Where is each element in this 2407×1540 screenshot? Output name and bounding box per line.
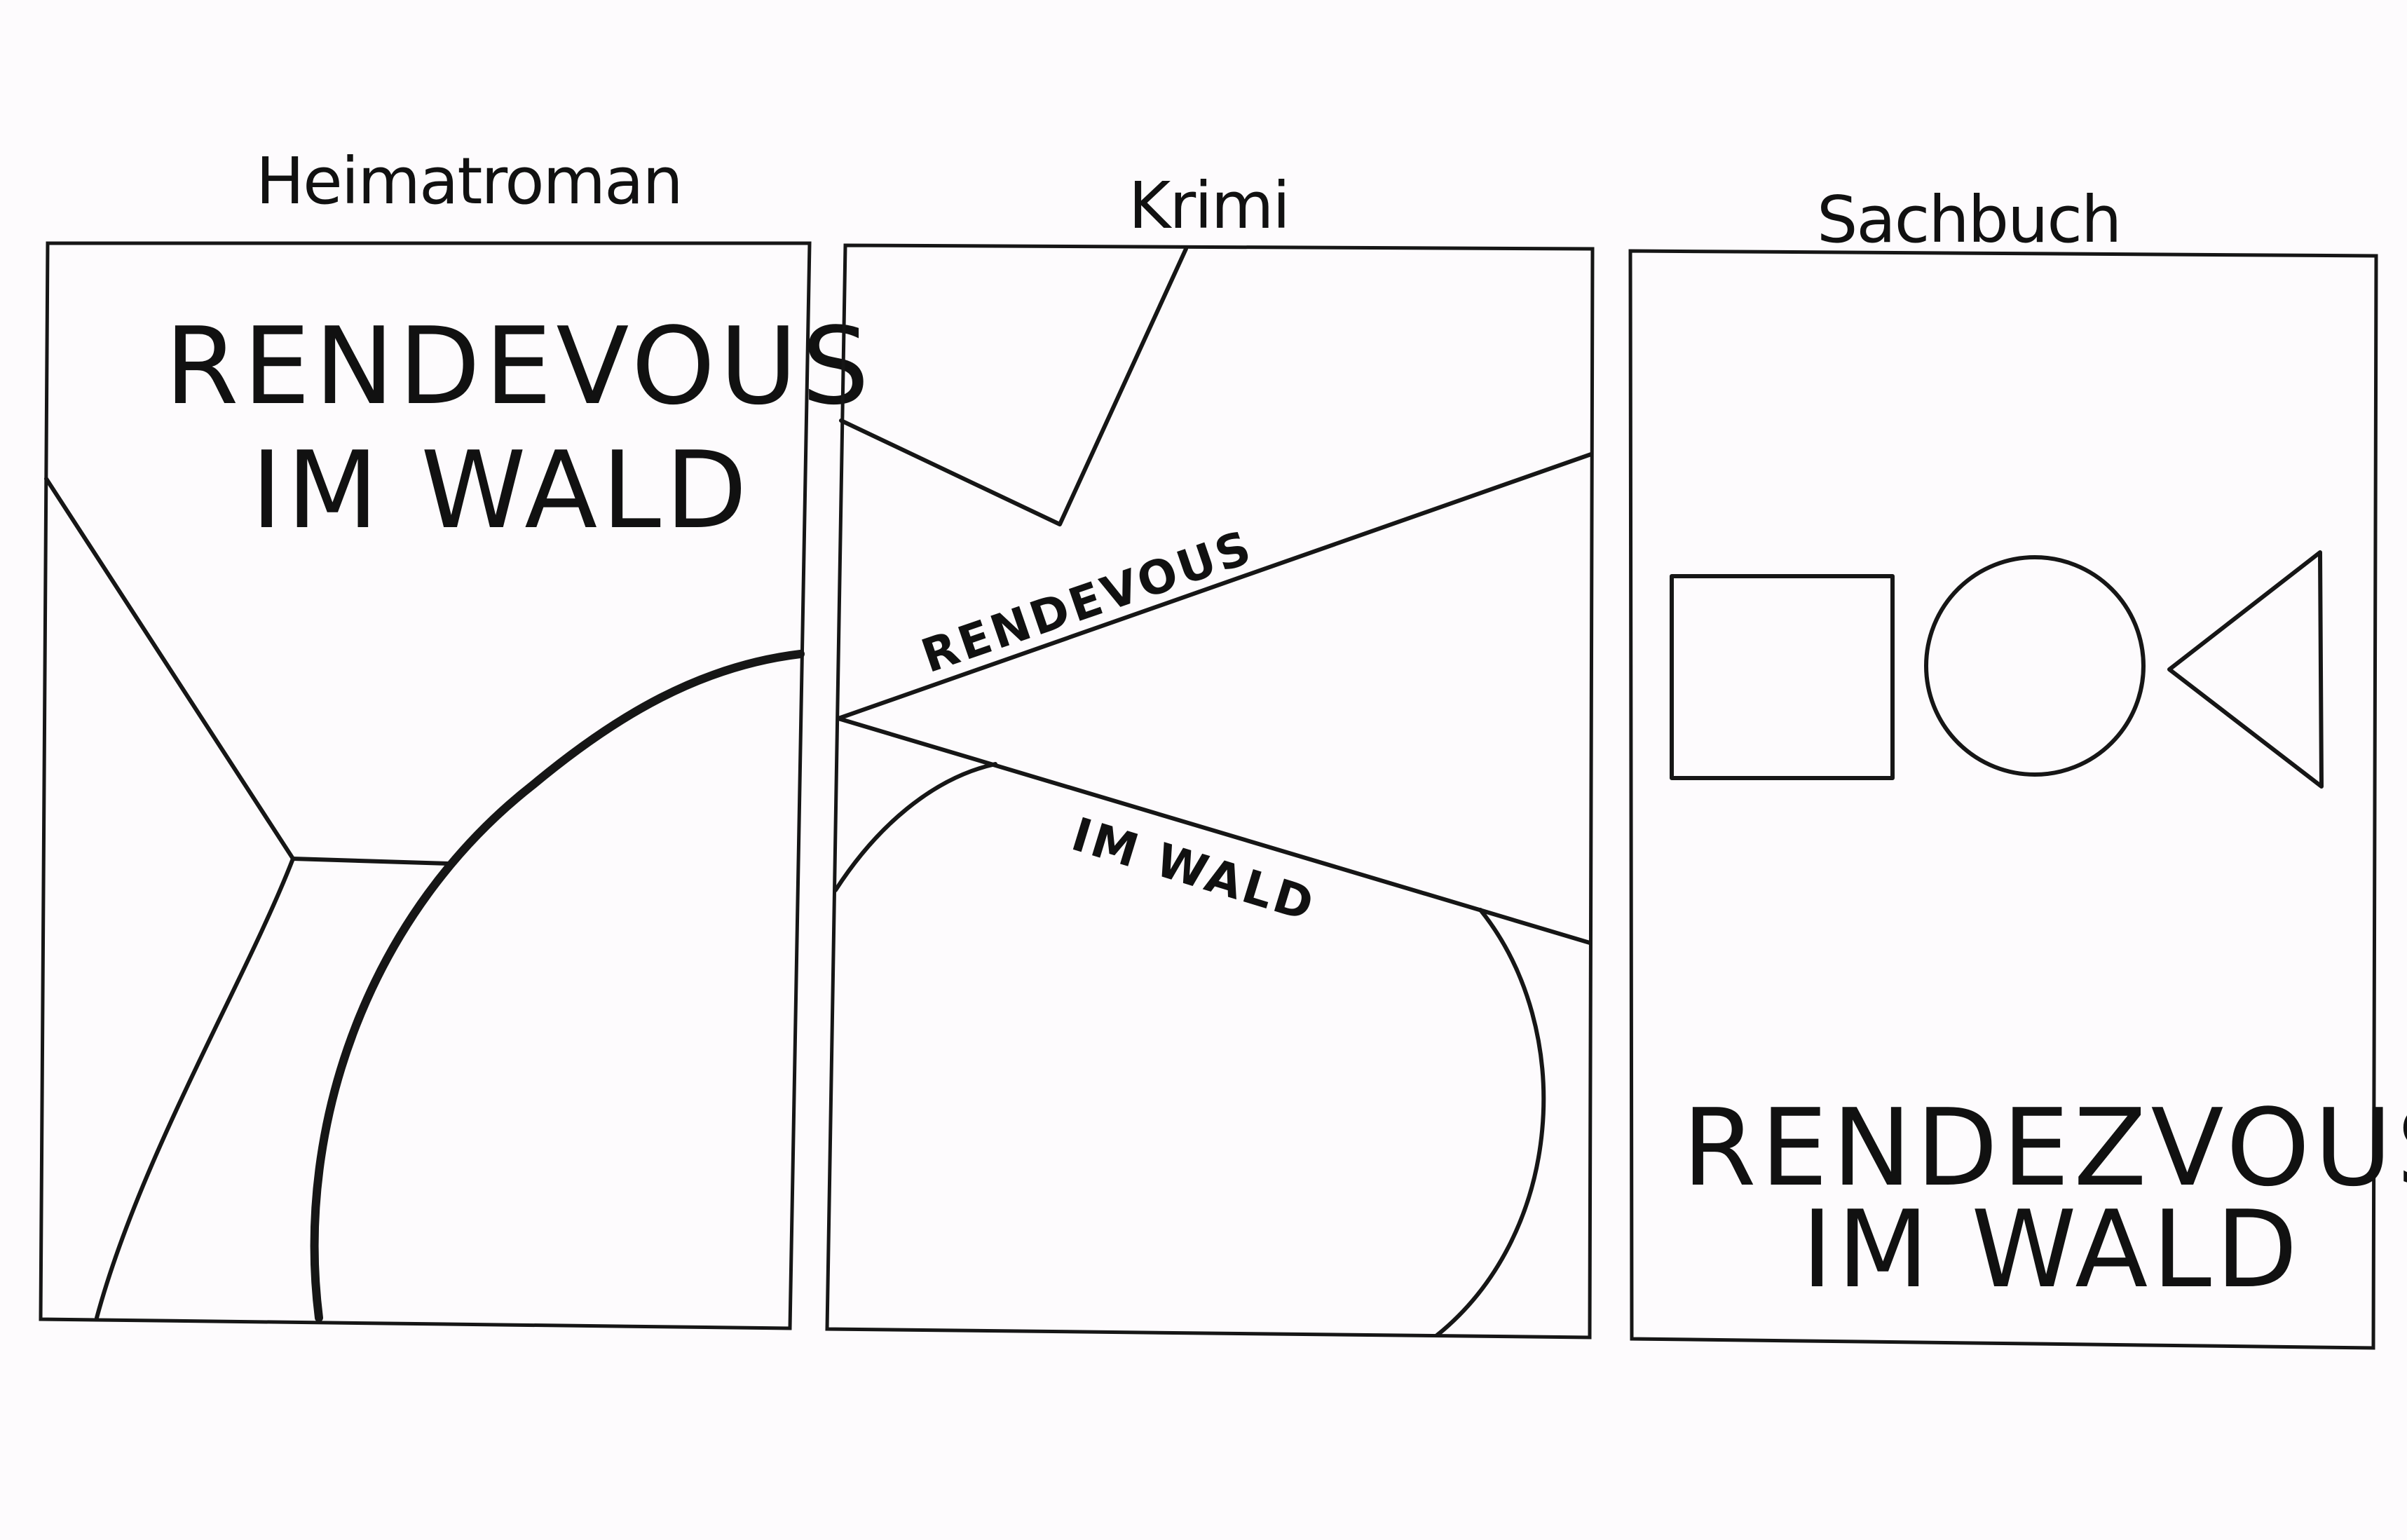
title-line2-heimatroman: IM WALD bbox=[251, 428, 751, 552]
square-shape bbox=[1670, 574, 1895, 780]
cover-frame-sachbuch bbox=[1628, 249, 2378, 1350]
cover-frame-heimatroman bbox=[39, 241, 812, 1330]
landscape-horizon-segment bbox=[291, 857, 451, 866]
circle-shape bbox=[1924, 555, 2146, 777]
left-hill-curve bbox=[833, 762, 997, 892]
triangle-shape bbox=[2167, 550, 2324, 789]
wedge-lower-line bbox=[836, 716, 1592, 945]
genre-label-sachbuch: Sachbuch bbox=[1817, 182, 2120, 257]
landscape-path-edge bbox=[95, 857, 295, 1320]
title-line2-sachbuch: IM WALD bbox=[1801, 1187, 2302, 1311]
landscape-left-diagonal bbox=[44, 477, 295, 861]
cover-frame-krimi bbox=[825, 243, 1595, 1340]
cover-sachbuch: Sachbuch RENDEZVOUS IM WALD bbox=[1628, 182, 2407, 1350]
zigzag-shape bbox=[839, 247, 1188, 526]
wedge-upper-line bbox=[836, 452, 1593, 721]
title-line1-heimatroman: RENDEVOUS bbox=[165, 304, 873, 428]
cover-krimi: Krimi RENDEVOUS IM WALD bbox=[825, 168, 1595, 1340]
cover-heimatroman: Heimatroman RENDEVOUS IM WALD bbox=[39, 144, 873, 1330]
genre-label-heimatroman: Heimatroman bbox=[256, 144, 682, 219]
title-line1-krimi: RENDEVOUS bbox=[915, 519, 1260, 683]
genre-label-krimi: Krimi bbox=[1129, 168, 1289, 243]
right-hill-curve bbox=[1435, 908, 1546, 1337]
title-line1-sachbuch: RENDEZVOUS bbox=[1682, 1086, 2407, 1210]
landscape-hill-curve bbox=[310, 650, 805, 1322]
